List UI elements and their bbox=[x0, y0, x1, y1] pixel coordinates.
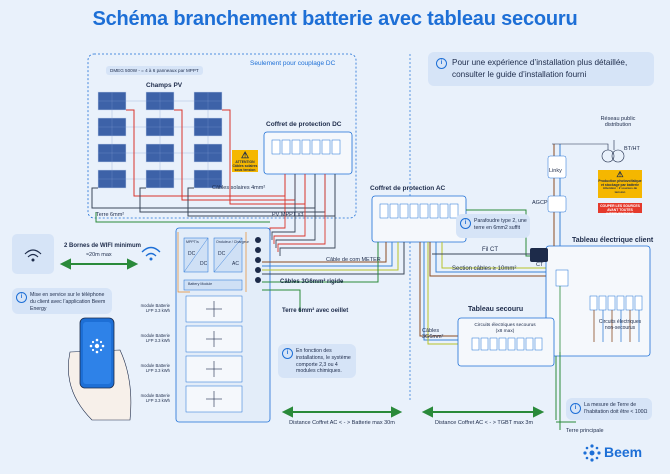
grid-connection bbox=[547, 140, 625, 246]
mppt-inner-label: MPPT/s bbox=[186, 240, 199, 244]
cables-306-rigide-label: Câbles 3G6mm² rigide bbox=[280, 279, 344, 285]
info-icon: i bbox=[282, 348, 293, 359]
dc-inverter-wires bbox=[269, 174, 336, 256]
install-guide-line2: consulter le guide d’installation fourni bbox=[452, 69, 587, 79]
wifi-dist-label: ≈20m max bbox=[86, 252, 112, 258]
modules-note: i En fonction des installations, le syst… bbox=[278, 344, 356, 378]
dmeg-badge: DMEG 500W - = 4 à 6 panneaux par MPPT bbox=[106, 66, 203, 75]
battery-module-inner-label: Battery Module bbox=[188, 282, 213, 286]
attention-sign: ⚠ ATTENTION Câbles solaires sous tension bbox=[232, 150, 258, 173]
coffret-dc-label: Coffret de protection DC bbox=[266, 121, 342, 128]
reseau-public-label: Réseau public distribution bbox=[600, 116, 636, 129]
dist-tgbt-label: Distance Coffret AC < - > TGBT max 3m bbox=[434, 420, 534, 426]
production-sign-text: Production photovoltaïque et stockage pa… bbox=[598, 179, 642, 188]
terre-principale-label: Terre principale bbox=[566, 428, 604, 434]
dist-batterie-label: Distance Coffret AC < - > Batterie max 3… bbox=[289, 420, 395, 426]
install-guide-line1: Pour une expérience d’installation plus … bbox=[452, 58, 628, 67]
bt-ht-label: BT/HT bbox=[624, 146, 640, 152]
earth-wires bbox=[555, 352, 561, 430]
circuits-secourus-label: Circuits électriques secourus (x8 max) bbox=[474, 323, 536, 334]
fil-ct-label: Fil CT bbox=[482, 247, 498, 253]
app-note: i Mise en service sur le téléphone du cl… bbox=[12, 288, 112, 314]
ac-label: AC bbox=[232, 261, 239, 267]
terre-oeillet-label: Terre 6mm² avec oeillet bbox=[282, 308, 349, 314]
modules-note-text: En fonction des installations, le systèm… bbox=[296, 348, 351, 375]
tower-ac-wires bbox=[262, 242, 405, 312]
dc1-label: DC bbox=[188, 251, 196, 257]
couper-sign: COUPER LES SOURCES AVANT TOUTES INTERVEN… bbox=[598, 203, 642, 216]
onduleur-inner-label: Onduleur / Chargeur bbox=[216, 240, 249, 244]
cables-solaires-label: Câbles solaires 4mm² bbox=[212, 185, 266, 191]
client-panel-box bbox=[545, 245, 651, 357]
info-icon: i bbox=[16, 292, 27, 303]
distance-arrows bbox=[59, 258, 545, 418]
battery-module-block bbox=[183, 279, 243, 291]
linky-label: Linky bbox=[549, 168, 562, 174]
beem-logo-mark bbox=[583, 444, 601, 462]
coffret-ac-label: Coffret de protection AC bbox=[370, 185, 446, 192]
dc-zone-box bbox=[87, 53, 357, 219]
terre-note-text: La mesure de Terre de l’habitation doit … bbox=[584, 402, 648, 415]
pv-panels bbox=[97, 91, 223, 189]
info-icon: i bbox=[436, 58, 447, 69]
install-guide-note: i Pour une expérience d’installation plu… bbox=[428, 52, 654, 86]
wifi-label: 2 Bornes de WIFI minimum bbox=[64, 243, 142, 249]
brand-name: Beem bbox=[604, 444, 643, 460]
page-title: Schéma branchement batterie avec tableau… bbox=[92, 8, 578, 30]
production-sign: ⚠ Production photovoltaïque et stockage … bbox=[598, 170, 642, 198]
champs-pv-label: Champs PV bbox=[146, 82, 183, 89]
parafoudre-note-text: Parafoudre type 2, une terre en 6mm2 suf… bbox=[474, 218, 527, 231]
info-icon: i bbox=[460, 218, 471, 229]
coffret-ac-box bbox=[371, 195, 467, 243]
cable-meter-label: Câble de com METER bbox=[326, 257, 381, 263]
terre-note: i La mesure de Terre de l’habitation doi… bbox=[566, 398, 652, 420]
tableau-client-label: Tableau électrique client bbox=[572, 237, 654, 244]
dc-zone-label: Seulement pour couplage DC bbox=[250, 60, 336, 67]
module-label-4: module Batterie LFP 3.3 kWh bbox=[140, 393, 170, 403]
attention-sign-text: ATTENTION Câbles solaires sous tension bbox=[232, 160, 258, 173]
app-note-text: Mise en service sur le téléphone du clie… bbox=[30, 292, 106, 312]
pv-mppt-label: PV MPPT x3 bbox=[272, 212, 304, 218]
production-sign-text2: Attention : 2 sources de tension bbox=[602, 186, 638, 194]
ct-clamp bbox=[530, 248, 548, 262]
terre-6mm-top-label: Terre 6mm² bbox=[96, 212, 125, 218]
dc2-label: DC bbox=[200, 261, 208, 267]
section-cables-label: Section câbles ≥ 10mm² bbox=[452, 266, 517, 272]
module-label-1: module Batterie LFP 3.3 kWh bbox=[140, 303, 170, 313]
tableau-secouru-label: Tableau secouru bbox=[468, 306, 524, 313]
circuits-non-secourus-label: Circuits électriques non-secourus bbox=[598, 319, 642, 331]
agcp-label: AGCP bbox=[532, 200, 548, 206]
cables-306-label: Câbles 3G6mm² bbox=[422, 328, 444, 341]
ct-label: CT bbox=[536, 262, 544, 268]
module-label-2: module Batterie LFP 3.3 kWh bbox=[140, 333, 170, 343]
module-label-3: module Batterie LFP 3.3 kWh bbox=[140, 363, 170, 373]
parafoudre-note: i Parafoudre type 2, une terre en 6mm2 s… bbox=[456, 214, 530, 238]
info-icon: i bbox=[570, 403, 581, 414]
dc3-label: DC bbox=[218, 251, 226, 257]
